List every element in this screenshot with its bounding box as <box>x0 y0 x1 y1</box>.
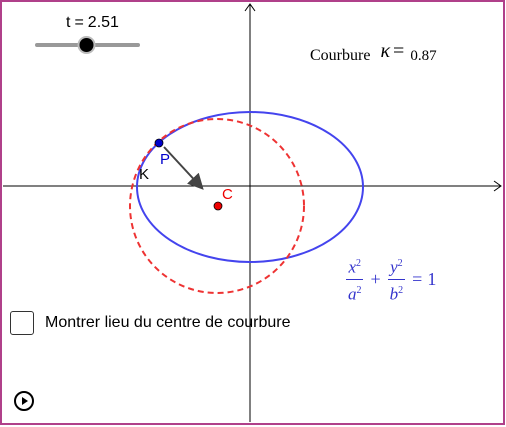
point-c[interactable] <box>213 201 223 211</box>
play-button[interactable] <box>14 391 34 411</box>
x-denominator: a <box>348 284 357 304</box>
osculating-circle[interactable] <box>129 118 305 294</box>
point-p[interactable] <box>154 138 164 148</box>
curvature-label: Courbure <box>310 47 371 64</box>
x-axis-arrow <box>493 180 502 192</box>
play-icon <box>22 397 28 405</box>
kappa-symbol: κ <box>380 40 391 62</box>
ellipse[interactable] <box>136 111 364 263</box>
y-axis-arrow <box>244 3 256 12</box>
y-numerator: y <box>390 257 398 277</box>
normal-vector[interactable] <box>163 146 204 190</box>
show-locus-checkbox-row[interactable]: Montrer lieu du centre de courbure <box>10 310 290 336</box>
x-numerator: x <box>348 257 357 277</box>
equation-rhs: 1 <box>427 268 437 289</box>
y-fraction: y2 b2 <box>388 255 406 303</box>
plus-sign: + <box>370 268 381 289</box>
slider-knob[interactable] <box>77 36 96 54</box>
curvature-readout: Courbure κ= 0.87 <box>310 40 437 66</box>
point-c-label: C <box>222 186 233 203</box>
show-locus-label[interactable]: Montrer lieu du centre de courbure <box>45 314 291 331</box>
point-p-label: P <box>160 151 170 168</box>
equals-sign: = <box>412 268 423 289</box>
slider-label: t=2.51 <box>66 14 119 32</box>
curvature-equals: = <box>393 40 405 62</box>
slider-equals: = <box>74 14 84 31</box>
x-fraction: x2 a2 <box>346 255 364 303</box>
point-k-label: K <box>139 166 149 183</box>
slider-value: 2.51 <box>87 14 119 31</box>
ellipse-equation: x2 a2 + y2 b2 = 1 <box>344 255 436 303</box>
slider-variable: t <box>66 14 71 31</box>
curvature-value: 0.87 <box>410 48 437 64</box>
show-locus-checkbox[interactable] <box>10 311 34 335</box>
y-denominator: b <box>389 284 399 304</box>
